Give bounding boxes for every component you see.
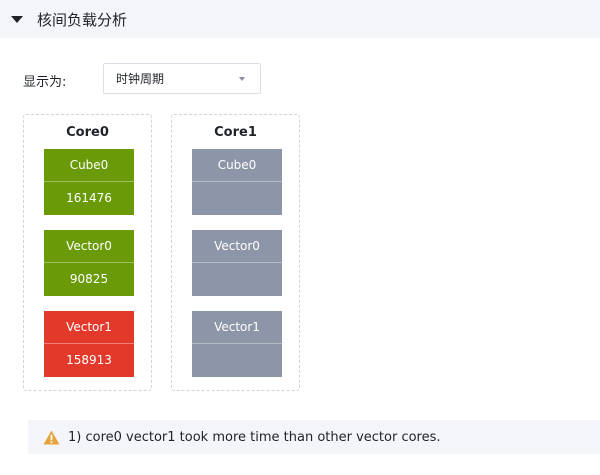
unit-value (192, 344, 282, 377)
display-mode-value: 时钟周期 (116, 72, 165, 86)
unit-name: Cube0 (192, 149, 282, 182)
unit-name: Vector1 (192, 311, 282, 344)
unit-name: Vector0 (44, 230, 134, 263)
unit-name: Vector1 (44, 311, 134, 344)
warning-mark-dot (50, 440, 53, 443)
warning-mark-bar (50, 434, 53, 440)
core-card-core0: Core0 Cube0 161476 Vector0 90825 Vector1… (23, 114, 152, 391)
core0-cube0-block[interactable]: Cube0 161476 (44, 149, 134, 215)
chevron-down-icon (239, 77, 245, 81)
core1-vector1-block[interactable]: Vector1 (192, 311, 282, 377)
core-card-core1: Core1 Cube0 Vector0 Vector1 (171, 114, 300, 391)
collapse-caret-icon[interactable] (11, 15, 23, 23)
warning-icon (43, 430, 60, 444)
warning-message: 1) core0 vector1 took more time than oth… (28, 420, 600, 454)
section-title: 核间负载分析 (37, 10, 128, 29)
unit-value: 161476 (66, 191, 112, 205)
unit-value: 90825 (69, 272, 109, 286)
warning-text: 1) core0 vector1 took more time than oth… (68, 429, 441, 445)
core-title: Core0 (66, 125, 109, 140)
core0-vector0-block[interactable]: Vector0 90825 (44, 230, 134, 296)
unit-value: 158913 (66, 353, 112, 367)
core-title: Core1 (214, 125, 257, 140)
section-header[interactable]: 核间负载分析 (0, 0, 600, 38)
display-mode-select[interactable]: 时钟周期 (103, 63, 261, 94)
unit-name: Cube0 (44, 149, 134, 182)
unit-value (192, 182, 282, 215)
display-as-label: 显示为: (23, 75, 67, 90)
core1-vector0-block[interactable]: Vector0 (192, 230, 282, 296)
core1-cube0-block[interactable]: Cube0 (192, 149, 282, 215)
unit-value (192, 263, 282, 296)
core0-vector1-block[interactable]: Vector1 158913 (44, 311, 134, 377)
unit-name: Vector0 (192, 230, 282, 263)
